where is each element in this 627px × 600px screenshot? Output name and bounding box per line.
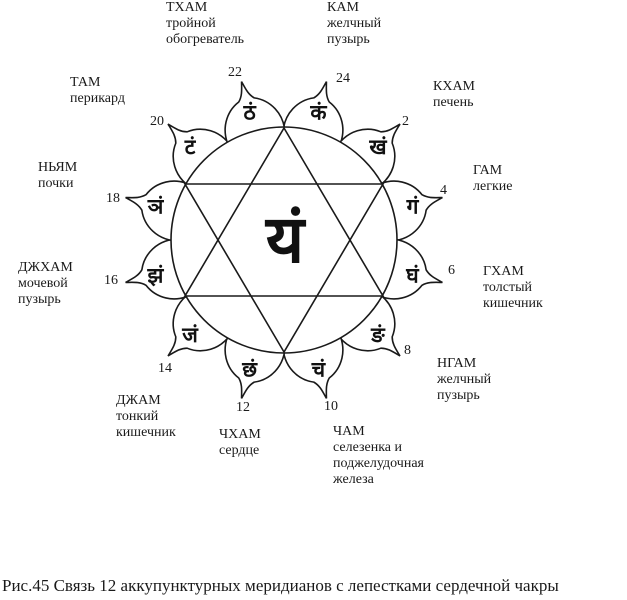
organ-name: пузырь — [18, 292, 61, 307]
petal-outline — [331, 123, 401, 193]
mantra-name: ТХАМ — [166, 0, 208, 15]
petal-number: 10 — [324, 399, 338, 414]
organ-name: кишечник — [116, 425, 176, 440]
petal-number: 14 — [158, 361, 172, 376]
lotus-petal — [167, 123, 237, 193]
organ-name: железа — [333, 472, 374, 487]
lotus-petal — [331, 123, 401, 193]
organ-name: толстый — [483, 280, 532, 295]
organ-name: почки — [38, 176, 74, 191]
organ-name: обогреватель — [166, 32, 245, 47]
lotus-petal — [331, 287, 401, 357]
petal-number: 2 — [402, 114, 409, 129]
mantra-name: ЧАМ — [333, 424, 365, 439]
figure-caption: Рис.45 Связь 12 аккупунктурных меридиано… — [2, 576, 559, 595]
petal-number: 8 — [404, 343, 411, 358]
petal-number: 4 — [440, 183, 447, 198]
petal-glyph: टं — [184, 135, 197, 159]
mantra-name: ЧХАМ — [219, 427, 261, 442]
petal-number: 18 — [106, 191, 120, 206]
petal-glyph: झं — [147, 263, 165, 287]
organ-name: тройной — [166, 16, 216, 31]
lotus-petal — [167, 287, 237, 357]
petal-glyph: ङं — [370, 323, 386, 347]
petal-glyph: गं — [406, 195, 420, 219]
mantra-name: КАМ — [327, 0, 359, 15]
petal-number: 24 — [336, 71, 350, 86]
petal-glyph: घं — [405, 263, 420, 287]
chakra-diagram: कं खं गं घं ङं चं छं जं झं ञं टं ठं यं — [125, 81, 443, 399]
organ-name: перикард — [70, 91, 125, 106]
petal-number: 22 — [228, 65, 242, 80]
petal-outline — [167, 287, 237, 357]
mantra-name: ГХАМ — [483, 264, 524, 279]
organ-name: тонкий — [116, 409, 159, 424]
petal-glyph: ठं — [242, 101, 256, 125]
petal-glyph: खं — [368, 135, 387, 159]
triangle-down — [183, 183, 385, 354]
mantra-name: ДЖАМ — [116, 393, 161, 408]
organ-name: желчный — [327, 16, 382, 31]
triangle-up — [183, 126, 385, 297]
petal-number: 16 — [104, 273, 118, 288]
organ-name: желчный — [437, 372, 492, 387]
organ-name: сердце — [219, 443, 260, 458]
organ-name: селезенка и — [333, 440, 403, 455]
organ-name: легкие — [473, 179, 513, 194]
organ-name: кишечник — [483, 296, 543, 311]
mantra-name: ТАМ — [70, 75, 101, 90]
organ-name: поджелудочная — [333, 456, 424, 471]
mantra-name: КХАМ — [433, 79, 476, 94]
organ-name: мочевой — [18, 276, 68, 291]
petal-number: 12 — [236, 400, 250, 415]
petal-glyph: कं — [309, 101, 327, 125]
petal-number: 6 — [448, 263, 455, 278]
petal-glyph: ञं — [147, 195, 165, 219]
mantra-name: ГАМ — [473, 163, 503, 178]
petal-glyph: छं — [241, 358, 258, 382]
petal-glyph: जं — [181, 323, 199, 347]
petal-number: 20 — [150, 114, 164, 129]
petal-outline — [331, 287, 401, 357]
organ-name: пузырь — [327, 32, 370, 47]
mantra-name: НЬЯМ — [38, 160, 78, 175]
center-seed-glyph: यं — [264, 201, 307, 278]
mantra-name: НГАМ — [437, 356, 477, 371]
organ-name: пузырь — [437, 388, 480, 403]
mantra-name: ДЖХАМ — [18, 260, 73, 275]
petal-outline — [167, 123, 237, 193]
petal-glyph: चं — [311, 358, 327, 382]
organ-name: печень — [433, 95, 474, 110]
